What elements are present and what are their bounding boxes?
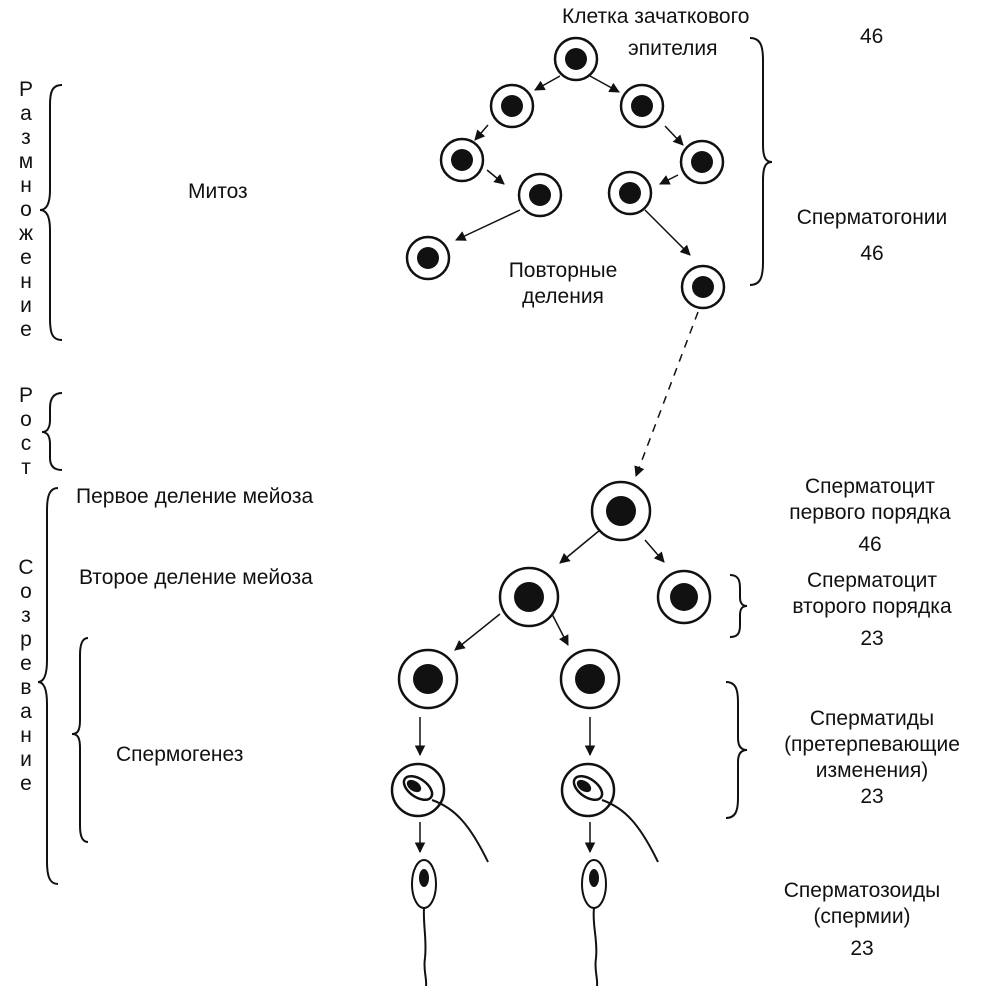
stage-letter: о (20, 580, 32, 603)
spermatocyte-first-label: Сперматоцит первого порядка 46 (789, 475, 951, 556)
stage-letter: и (20, 748, 32, 771)
stage-letter: а (20, 700, 32, 723)
stage-letter: т (21, 456, 31, 479)
stage-letter: Р (18, 78, 33, 101)
germ-cell-label-line2: эпителия (628, 37, 718, 60)
spermiogenesis-label: Спермогенез (116, 743, 244, 766)
stage-letter: Р (18, 384, 33, 407)
transforming-spermatid (390, 762, 489, 863)
stage-letter: о (20, 198, 32, 221)
spermatid-label: Сперматиды (претерпевающие изменения) 23 (784, 707, 960, 808)
mitosis-label: Митоз (188, 180, 248, 203)
stage-letter: н (20, 270, 32, 293)
spermatozoon (581, 859, 607, 986)
braces (37, 37, 773, 885)
spermatocyte-first-order (590, 480, 652, 542)
stage-letter: н (20, 724, 32, 747)
repeated-divisions-label: Повторные деления (508, 259, 618, 308)
stage-letter: о (20, 408, 32, 431)
stage-letter: е (20, 652, 32, 675)
spermatocyte-second-label: Сперматоцит второго порядка 23 (792, 569, 952, 650)
spermatogonium (680, 264, 726, 310)
stage-letter: а (20, 102, 32, 125)
stage-letter: в (20, 676, 32, 699)
cell-nodes (397, 36, 726, 710)
meiosis-second-label: Второе деление мейоза (79, 566, 313, 589)
spermatocyte-second-order (656, 569, 712, 625)
arrows (414, 75, 691, 854)
stage-letter: р (20, 628, 32, 651)
spermatid (397, 648, 459, 710)
stage-letter: е (20, 318, 32, 341)
spermatogonia-label: Сперматогонии 46 (796, 206, 948, 265)
spermatogonium (517, 172, 563, 218)
spermatogonium (619, 83, 665, 129)
spermatogonium (489, 83, 535, 129)
stage-letter: з (21, 604, 31, 627)
transforming-spermatid (560, 762, 659, 863)
spermatocyte-second-order (498, 566, 560, 628)
spermatid (559, 648, 621, 710)
stage-letter: и (20, 294, 32, 317)
germ-cell-count: 46 (860, 25, 884, 48)
spermatozoa-label: Сперматозоиды (спермии) 23 (783, 879, 941, 960)
germ-cell-label-line1: Клетка зачаткового (562, 5, 750, 28)
spermatogonium (439, 137, 485, 183)
dashed-arrow (634, 311, 699, 477)
stage-letter: с (20, 432, 32, 455)
stage-letter: е (20, 246, 32, 269)
meiosis-first-label: Первое деление мейоза (76, 485, 314, 508)
stage-letter: е (20, 772, 32, 795)
stage-letter: з (21, 126, 31, 149)
stage-letter: н (20, 174, 32, 197)
stage-letter: м (18, 150, 34, 173)
spermatogonium (405, 235, 451, 281)
stage-letter: С (18, 556, 34, 579)
spermatogonium (679, 139, 725, 185)
stage-letter: ж (18, 222, 34, 245)
spermatozoon (411, 859, 437, 986)
germ-cell (553, 36, 599, 82)
spermatogonium (607, 170, 653, 216)
